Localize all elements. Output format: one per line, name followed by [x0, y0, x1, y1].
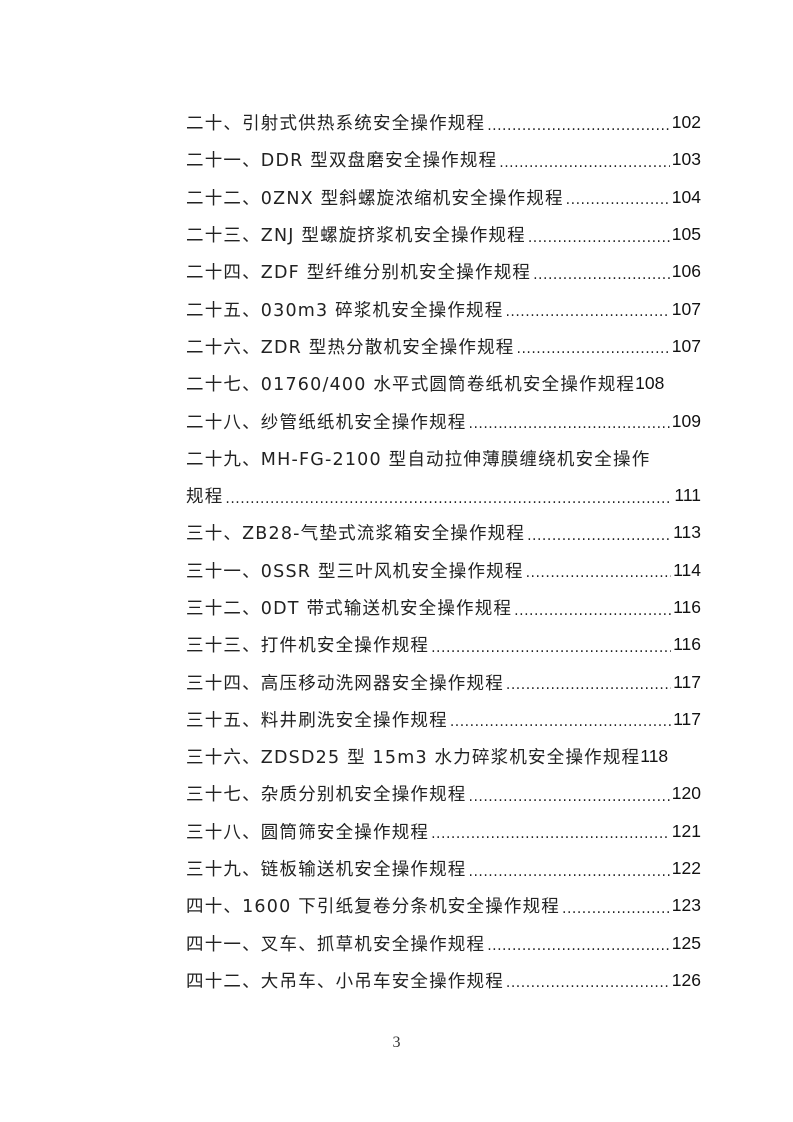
toc-entry-page: 102: [671, 112, 701, 133]
toc-entry[interactable]: 四十、1600 下引纸复卷分条机安全操作规程 123: [186, 887, 701, 924]
toc-entry-page: 125: [671, 932, 701, 953]
toc-entry-title-continued: 规程: [186, 487, 224, 508]
table-of-contents: 二十、引射式供热系统安全操作规程 102 二十一、DDR 型双盘磨安全操作规程 …: [186, 104, 701, 999]
toc-entry-page: 116: [673, 634, 701, 655]
toc-leader-dots: [528, 230, 670, 246]
toc-entry-page: 121: [671, 820, 701, 841]
toc-entry-page: 111: [674, 485, 701, 506]
toc-leader-dots: [562, 901, 670, 917]
toc-leader-dots: [450, 714, 671, 730]
toc-leader-dots: [526, 565, 672, 581]
toc-leader-dots: [506, 677, 671, 693]
toc-entry-title: 三十五、料井刷洗安全操作规程: [186, 710, 448, 731]
toc-entry-page: 113: [673, 522, 701, 543]
toc-entry-title: 三十二、0DT 带式输送机安全操作规程: [186, 599, 513, 619]
toc-entry-page: 122: [671, 858, 701, 879]
toc-entry[interactable]: 二十一、DDR 型双盘磨安全操作规程 103: [186, 141, 701, 178]
toc-entry-title: 二十、引射式供热系统安全操作规程: [186, 114, 486, 135]
toc-entry[interactable]: 二十七、01760/400 水平式圆筒卷纸机安全操作规程 108: [186, 365, 701, 402]
toc-leader-dots: [225, 491, 672, 507]
toc-entry-page: 117: [673, 708, 701, 729]
toc-entry-page: 114: [673, 559, 701, 580]
toc-entry-page: 123: [671, 895, 701, 916]
toc-entry-page: 106: [671, 261, 701, 282]
toc-entry-page: 105: [671, 224, 701, 245]
toc-entry-page: 120: [671, 783, 701, 804]
toc-entry-title: 二十一、DDR 型双盘磨安全操作规程: [186, 151, 498, 172]
toc-entry-title: 四十、1600 下引纸复卷分条机安全操作规程: [186, 897, 560, 918]
toc-entry[interactable]: 二十五、030m3 碎浆机安全操作规程 107: [186, 290, 701, 327]
toc-entry-title: 三十、ZB28-气垫式流浆箱安全操作规程: [186, 524, 526, 545]
toc-entry[interactable]: 二十四、ZDF 型纤维分别机安全操作规程 106: [186, 253, 701, 290]
toc-entry-line1[interactable]: 二十九、MH-FG-2100 型自动拉伸薄膜缠绕机安全操作: [186, 440, 701, 477]
page-number: 3: [392, 1034, 401, 1051]
toc-entry-page: 108: [635, 373, 665, 394]
toc-leader-dots: [469, 416, 670, 432]
toc-entry-title: 三十四、高压移动洗网器安全操作规程: [186, 673, 504, 694]
toc-leader-dots: [487, 938, 670, 954]
toc-entry-title: 二十三、ZNJ 型螺旋挤浆机安全操作规程: [186, 226, 526, 247]
toc-entry-title: 二十五、030m3 碎浆机安全操作规程: [186, 300, 504, 321]
toc-entry[interactable]: 三十七、杂质分别机安全操作规程 120: [186, 775, 701, 812]
toc-entry[interactable]: 三十五、料井刷洗安全操作规程 117: [186, 701, 701, 738]
toc-entry-page: 109: [671, 410, 701, 431]
toc-entry[interactable]: 二十二、0ZNX 型斜螺旋浓缩机安全操作规程 104: [186, 179, 701, 216]
toc-entry-title: 二十六、ZDR 型热分散机安全操作规程: [186, 337, 515, 358]
toc-leader-dots: [506, 975, 670, 991]
toc-entry[interactable]: 三十九、链板输送机安全操作规程 122: [186, 850, 701, 887]
toc-entry-page: 103: [671, 149, 701, 170]
toc-entry[interactable]: 四十一、叉车、抓草机安全操作规程 125: [186, 925, 701, 962]
toc-entry-title: 三十六、ZDSD25 型 15m3 水力碎浆机安全操作规程: [186, 748, 641, 769]
toc-leader-dots: [517, 341, 670, 357]
toc-leader-dots: [514, 603, 671, 619]
toc-leader-dots: [499, 155, 670, 171]
toc-leader-dots: [487, 118, 670, 134]
toc-leader-dots: [533, 267, 670, 283]
toc-leader-dots: [469, 789, 670, 805]
toc-leader-dots: [469, 864, 670, 880]
toc-entry-title: 三十八、圆筒筛安全操作规程: [186, 822, 430, 843]
toc-entry-page: 117: [673, 671, 701, 692]
toc-entry-title: 二十四、ZDF 型纤维分别机安全操作规程: [186, 263, 532, 284]
toc-entry-title: 三十三、打件机安全操作规程: [186, 636, 430, 657]
toc-entry[interactable]: 三十三、打件机安全操作规程 116: [186, 626, 701, 663]
toc-entry-title: 三十九、链板输送机安全操作规程: [186, 860, 467, 881]
toc-entry-title: 二十八、纱管纸纸机安全操作规程: [186, 412, 467, 433]
toc-entry[interactable]: 四十二、大吊车、小吊车安全操作规程 126: [186, 962, 701, 999]
toc-entry[interactable]: 二十、引射式供热系统安全操作规程 102: [186, 104, 701, 141]
toc-entry[interactable]: 二十六、ZDR 型热分散机安全操作规程 107: [186, 328, 701, 365]
toc-entry[interactable]: 三十四、高压移动洗网器安全操作规程 117: [186, 663, 701, 700]
toc-entry[interactable]: 二十三、ZNJ 型螺旋挤浆机安全操作规程 105: [186, 216, 701, 253]
toc-entry-title: 二十七、01760/400 水平式圆筒卷纸机安全操作规程: [186, 375, 636, 396]
toc-entry[interactable]: 三十一、0SSR 型三叶风机安全操作规程 114: [186, 552, 701, 589]
toc-leader-dots: [566, 192, 670, 208]
toc-entry-title: 三十七、杂质分别机安全操作规程: [186, 785, 467, 806]
toc-entry-page: 118: [640, 746, 669, 767]
toc-entry[interactable]: 三十八、圆筒筛安全操作规程 121: [186, 813, 701, 850]
toc-entry-title: 四十一、叉车、抓草机安全操作规程: [186, 934, 486, 955]
toc-entry-title: 二十二、0ZNX 型斜螺旋浓缩机安全操作规程: [186, 188, 564, 209]
toc-entry[interactable]: 二十八、纱管纸纸机安全操作规程 109: [186, 402, 701, 439]
toc-entry[interactable]: 三十、ZB28-气垫式流浆箱安全操作规程 113: [186, 514, 701, 551]
toc-entry-page: 116: [673, 597, 701, 617]
toc-entry-page: 104: [671, 186, 701, 207]
toc-leader-dots: [431, 826, 670, 842]
toc-entry[interactable]: 三十六、ZDSD25 型 15m3 水力碎浆机安全操作规程 118: [186, 738, 701, 775]
toc-entry-page: 107: [671, 335, 701, 356]
toc-entry-title: 四十二、大吊车、小吊车安全操作规程: [186, 971, 504, 992]
toc-entry-page: 126: [671, 969, 701, 990]
toc-leader-dots: [505, 304, 669, 320]
toc-leader-dots: [527, 528, 671, 544]
toc-entry-line2[interactable]: 规程 111: [186, 477, 701, 514]
toc-leader-dots: [431, 640, 671, 656]
toc-entry-page: 107: [671, 298, 701, 319]
toc-entry-title: 三十一、0SSR 型三叶风机安全操作规程: [186, 561, 524, 582]
toc-entry[interactable]: 三十二、0DT 带式输送机安全操作规程 116: [186, 589, 701, 626]
toc-entry-title: 二十九、MH-FG-2100 型自动拉伸薄膜缠绕机安全操作: [186, 449, 651, 470]
